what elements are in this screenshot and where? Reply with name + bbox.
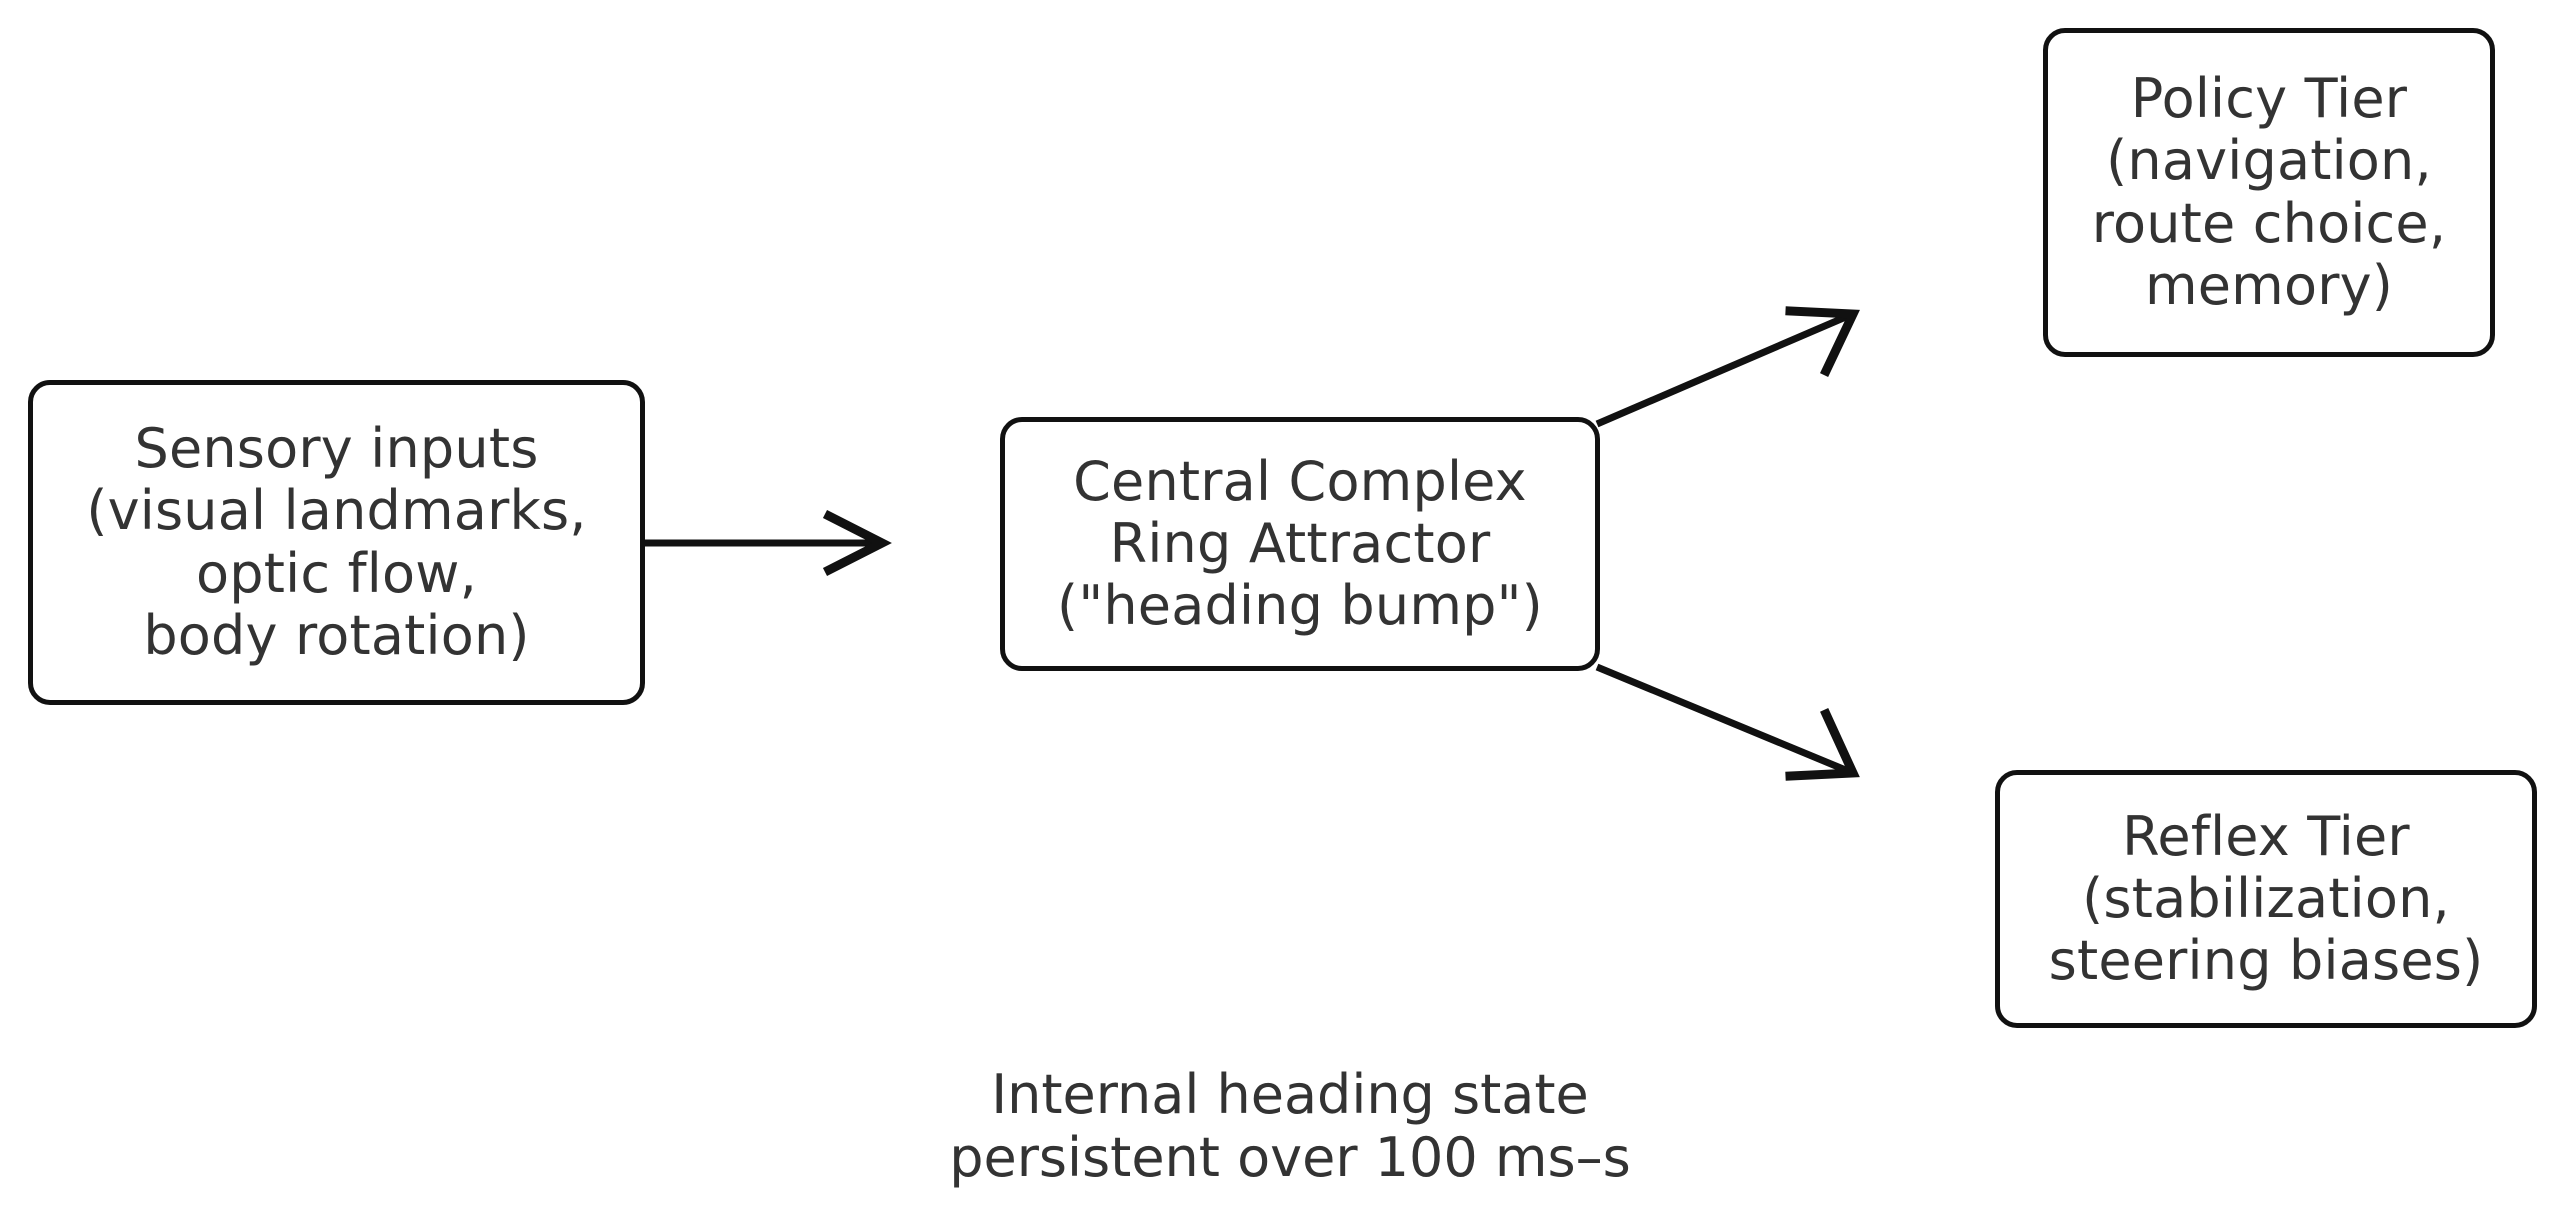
node-reflex-tier[interactable]: Reflex Tier (stabilization, steering bia… — [1995, 770, 2537, 1028]
node-central-complex-ring-attractor[interactable]: Central Complex Ring Attractor ("heading… — [1000, 417, 1600, 671]
edge-central-complex-to-policy-tier — [1595, 306, 1860, 428]
edge-central-complex-to-reflex-tier — [1595, 663, 1860, 781]
edge-sensory-to-central-complex — [641, 509, 892, 577]
node-policy-tier[interactable]: Policy Tier (navigation, route choice, m… — [2043, 28, 2495, 357]
node-sensory-inputs[interactable]: Sensory inputs (visual landmarks, optic … — [28, 380, 645, 705]
caption-internal-heading-state: Internal heading state persistent over 1… — [949, 1063, 1631, 1190]
